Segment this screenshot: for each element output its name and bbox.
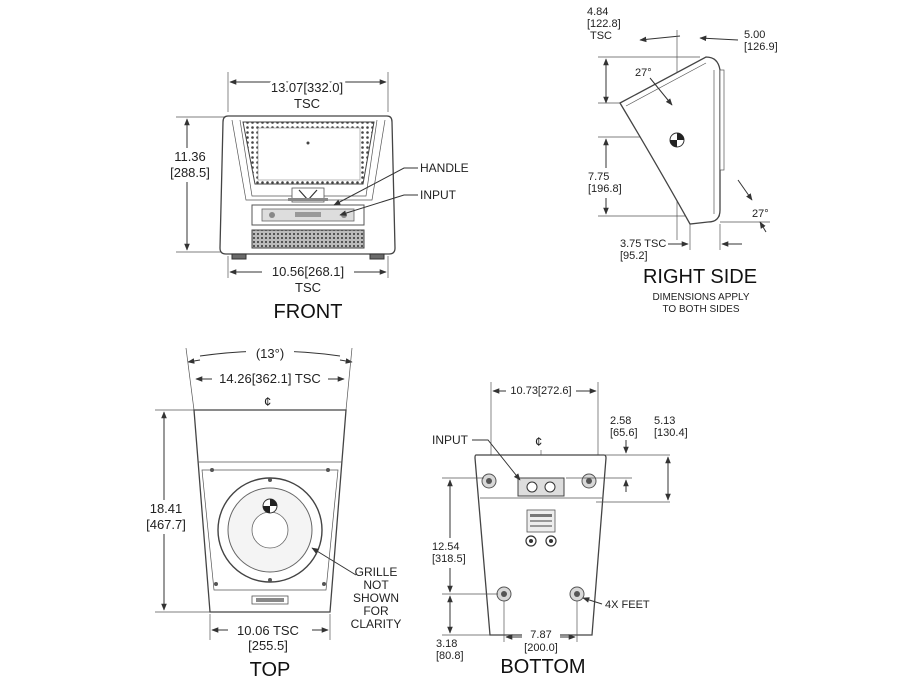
bottom-offset-mm: [80.8] [436,650,464,662]
front-width-bottom-sub: TSC [295,280,321,295]
top-depth-mm: [467.7] [146,517,186,532]
bottom-d1-mm: [65.6] [610,427,638,439]
top-view-title: TOP [250,659,291,681]
bottom-d2-mm: [130.4] [654,427,688,439]
top-callout-line3: SHOWN [353,591,399,605]
bottom-input-panel [517,477,565,497]
front-port-grille [251,229,365,249]
side-height-mm: [196.8] [588,183,622,195]
side-note-line2: TO BOTH SIDES [662,304,739,315]
side-bottom-depth-label: 3.75 TSC [620,238,666,250]
bottom-feet-spacing-label: 7.87 [530,629,551,641]
side-height-label: 7.75 [588,171,609,183]
side-angle-top: 27° [635,67,652,79]
top-center-marker-icon [262,498,278,514]
right-side-view: 4.84 [122.8] TSC 5.00 [126.9] 7.75 [196.… [585,6,778,315]
top-callout-line4: FOR [363,604,389,618]
bottom-view-title: BOTTOM [500,656,585,678]
side-view-title: RIGHT SIDE [643,266,757,288]
side-bottom-depth-mm: [95.2] [620,250,648,262]
bottom-d2-label: 5.13 [654,415,675,427]
front-view: 13.07[332.0] 13.07[332.0] TSC 11.36 [288… [160,72,469,323]
top-callout-line2: NOT [363,578,389,592]
side-top-depth-label: 4.84 [587,6,608,18]
side-note-line1: DIMENSIONS APPLY [652,292,749,303]
side-depth-mm: [126.9] [744,41,778,53]
top-callout-line5: CLARITY [351,617,402,631]
front-callout-input: INPUT [420,188,457,202]
bottom-view: 10.73[272.6] ¢ [428,382,688,678]
front-callout-handle: HANDLE [420,161,469,175]
top-bottom-width-mm: [255.5] [248,638,288,653]
side-angle-bottom: 27° [752,208,769,220]
bottom-offset-label: 3.18 [436,638,457,650]
bottom-width-label: 10.73[272.6] [510,385,571,397]
bottom-feet-spacing-mm: [200.0] [524,642,558,654]
top-callout-line1: GRILLE [355,565,398,579]
bottom-callout-input: INPUT [432,433,469,447]
front-width-bottom-label: 10.56[268.1] [272,264,344,279]
side-top-depth-mm: [122.8] [587,18,621,30]
svg-text:13.07[332.0]: 13.07[332.0] [271,80,343,95]
top-view: (13°) 14.26[362.1] TSC ¢ 18.41 [467.7] [140,346,401,681]
side-top-depth-sub: TSC [590,30,612,42]
top-depth-label: 18.41 [150,501,183,516]
svg-text:¢: ¢ [264,394,271,409]
top-width-label: 14.26[362.1] TSC [219,371,321,386]
front-view-title: FRONT [274,301,343,323]
side-depth-label: 5.00 [744,29,765,41]
svg-text:¢: ¢ [535,434,542,449]
front-width-top-label: 13.07[332.0] [271,80,343,95]
bottom-d1-label: 2.58 [610,415,631,427]
bottom-depth-mm: [318.5] [432,553,466,565]
top-bottom-width-label: 10.06 TSC [237,623,299,638]
side-center-of-gravity-icon [669,132,685,148]
front-height-sub: [288.5] [170,165,210,180]
top-woofer-driver [210,468,330,586]
front-width-top-sub: TSC [294,96,320,111]
front-height-label: 11.36 [174,149,206,164]
bottom-callout-feet: 4X FEET [605,599,650,611]
top-angle-label: (13°) [256,346,284,361]
bottom-depth-label: 12.54 [432,541,460,553]
